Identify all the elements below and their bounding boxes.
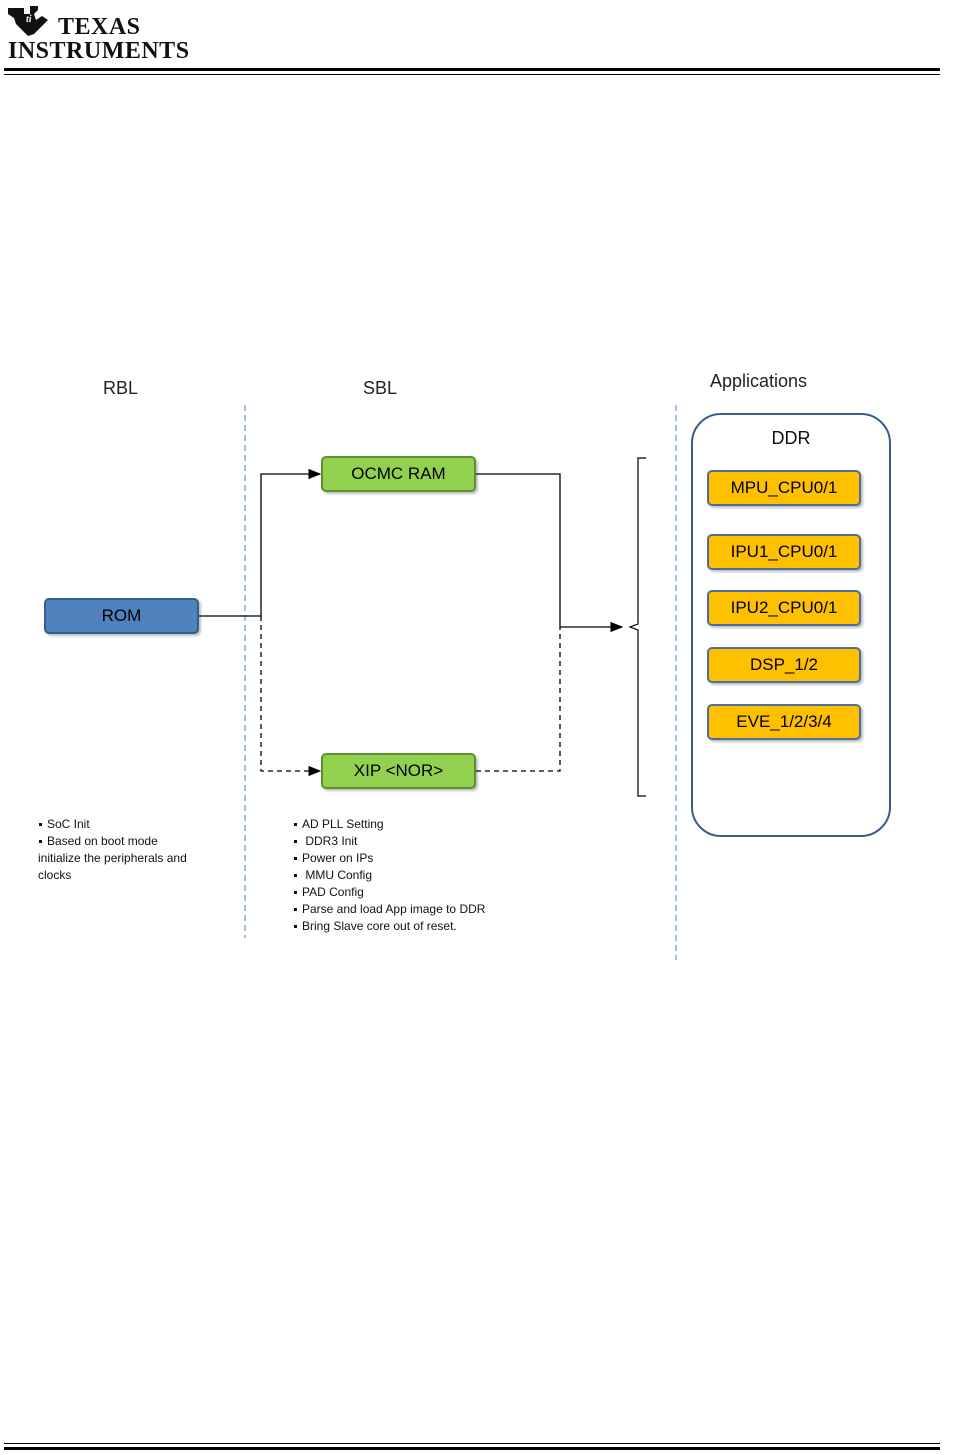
ti-logo-icon: ti	[8, 6, 48, 36]
core-eve: EVE_1/2/3/4	[707, 704, 861, 740]
rbl-notes: SoC Init Based on boot mode initialize t…	[38, 816, 238, 884]
svg-text:ti: ti	[26, 14, 32, 25]
rom-to-xip-wire	[260, 616, 322, 777]
core-mpu-cpu: MPU_CPU0/1	[707, 470, 861, 506]
logo-line-1: TEXAS	[58, 14, 141, 40]
sbl-label: SBL	[363, 378, 398, 398]
rom-to-ocmc-wire	[199, 468, 322, 617]
list-item: Based on boot mode	[38, 833, 238, 850]
sbl-notes: AD PLL Setting DDR3 Init Power on IPs MM…	[293, 816, 553, 935]
header-rule	[4, 68, 940, 71]
ddr-region	[691, 413, 891, 837]
ocmc-to-apps-wire	[476, 473, 561, 627]
ti-logo: ti TEXAS INSTRUMENTS	[4, 4, 204, 66]
list-item: DDR3 Init	[293, 833, 553, 850]
applications-label: Applications	[710, 371, 808, 391]
list-item: MMU Config	[293, 867, 553, 884]
core-ipu1-cpu: IPU1_CPU0/1	[707, 534, 861, 570]
list-item: SoC Init	[38, 816, 238, 833]
rom-block: ROM	[44, 598, 199, 634]
list-item: Power on IPs	[293, 850, 553, 867]
xip-to-apps-wire	[476, 627, 561, 772]
logo-line-2: INSTRUMENTS	[8, 38, 190, 64]
core-ipu2-cpu: IPU2_CPU0/1	[707, 590, 861, 626]
ddr-title: DDR	[771, 428, 811, 448]
footer-rule-thin	[4, 1443, 940, 1444]
list-item: AD PLL Setting	[293, 816, 553, 833]
list-item: clocks	[38, 868, 72, 882]
core-dsp: DSP_1/2	[707, 647, 861, 683]
rbl-label: RBL	[103, 378, 139, 398]
list-item: Bring Slave core out of reset.	[293, 918, 553, 935]
footer-rule	[4, 1447, 940, 1450]
ocmc-ram-block: OCMC RAM	[321, 456, 476, 492]
list-item: PAD Config	[293, 884, 553, 901]
list-item: Parse and load App image to DDR	[293, 901, 553, 918]
list-item: initialize the peripherals and	[38, 851, 187, 865]
apps-bracket	[628, 457, 646, 797]
xip-nor-block: XIP <NOR>	[321, 753, 476, 789]
header-rule-thin	[4, 74, 940, 75]
